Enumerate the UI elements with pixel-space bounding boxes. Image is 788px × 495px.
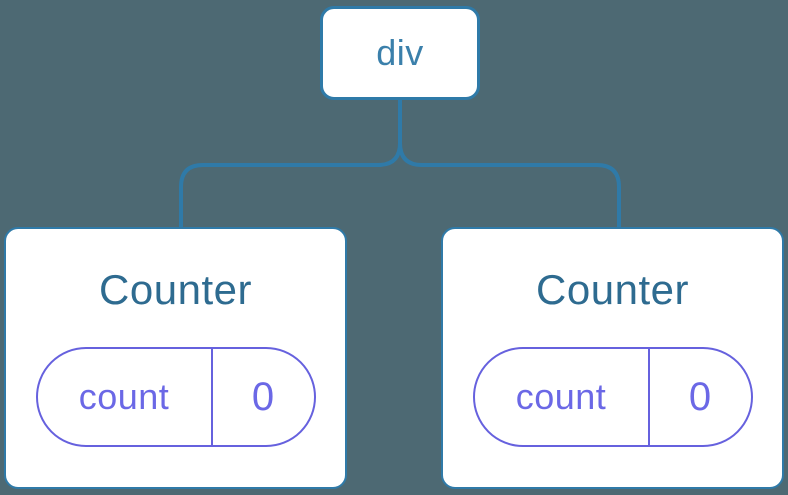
state-pill: count 0 (35, 347, 316, 448)
root-node-div: div (320, 6, 480, 100)
counter-title: Counter (99, 266, 252, 313)
connector-right-branch (398, 142, 621, 229)
state-value: 0 (688, 374, 712, 419)
connector-left-branch (179, 98, 402, 229)
state-pill: count 0 (472, 347, 753, 448)
root-node-label: div (376, 32, 424, 73)
counter-title: Counter (536, 266, 689, 313)
state-key: count (475, 349, 650, 446)
state-value: 0 (251, 374, 275, 419)
counter-node-right: Counter count 0 (441, 227, 784, 489)
state-key: count (38, 349, 213, 446)
counter-node-left: Counter count 0 (4, 227, 347, 489)
